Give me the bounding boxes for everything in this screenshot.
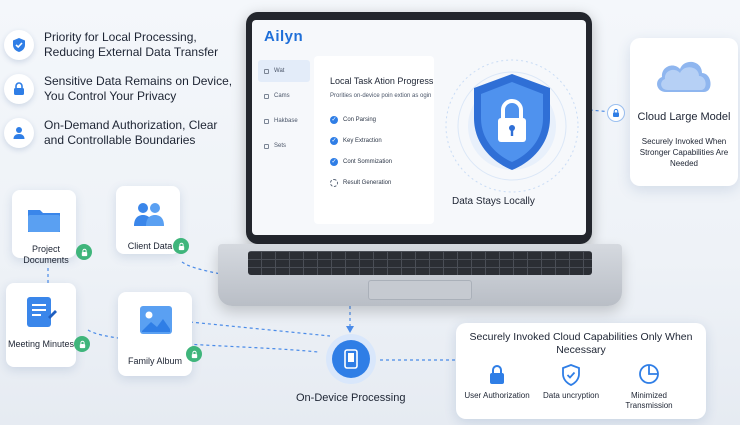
shield-check-icon	[562, 364, 580, 386]
loading-icon	[330, 179, 338, 187]
cloud-icon	[657, 61, 711, 92]
feature-authorization: On-Demand Authorization, Clear and Contr…	[4, 118, 234, 148]
folder-icon	[28, 210, 60, 232]
nav-icon	[264, 143, 269, 149]
cloud-title: Cloud Large Model	[637, 111, 731, 123]
feature-text: Sensitive Data Remains on Device, You Co…	[44, 74, 233, 103]
capabilities-title: Securely Invoked Cloud Capabilities Only…	[469, 331, 693, 356]
task-item: ✓ Con Parsing	[330, 116, 376, 124]
app-title: Ailyn	[264, 28, 304, 45]
lock-icon	[76, 244, 92, 260]
card-client-data[interactable]	[116, 186, 180, 254]
on-device-label: On-Device Processing	[296, 392, 406, 404]
side-nav: Wat Cams Hakbase Sets	[258, 60, 310, 160]
check-icon: ✓	[330, 158, 338, 166]
nav-item-wat[interactable]: Wat	[258, 60, 310, 82]
capabilities-panel	[456, 323, 706, 419]
nav-item-sets[interactable]: Sets	[258, 135, 310, 157]
phone-icon	[332, 340, 370, 378]
feature-text: Priority for Local Processing, Reducing …	[44, 30, 219, 59]
task-label: Con Parsing	[343, 117, 377, 123]
nav-icon	[264, 93, 269, 99]
task-title: Local Task Ation Progress	[330, 76, 434, 86]
lock-icon	[490, 365, 504, 384]
task-label: Key Extraction	[343, 138, 382, 144]
task-subtitle: Prorities on-device poin extion as ogin	[330, 93, 432, 99]
center-caption: Data Stays Locally	[452, 196, 535, 207]
user-icon	[4, 118, 34, 148]
nav-icon	[264, 68, 269, 74]
lock-icon	[74, 336, 90, 352]
check-icon: ✓	[330, 116, 338, 124]
nav-label: Sets	[274, 143, 287, 149]
image-icon	[140, 306, 172, 334]
lock-icon	[4, 74, 34, 104]
nav-item-cams[interactable]: Cams	[258, 85, 310, 107]
task-item: Result Generation	[330, 179, 391, 187]
card-label: Client Data	[127, 241, 173, 251]
laptop-screen: Ailyn Wat Cams Hakbase Sets Local Task A…	[252, 20, 586, 235]
users-icon	[134, 203, 164, 226]
lock-icon	[607, 104, 625, 122]
card-project-documents[interactable]	[12, 190, 76, 258]
trackpad	[368, 280, 472, 300]
lock-icon	[186, 346, 202, 362]
on-device-badge	[326, 334, 376, 384]
cloud-subtitle: Securely Invoked When Stronger Capabilit…	[639, 137, 729, 168]
card-family-album[interactable]: Family Album	[118, 292, 192, 376]
feature-text: On-Demand Authorization, Clear and Contr…	[44, 118, 218, 147]
check-icon: ✓	[330, 137, 338, 145]
task-label: Cont Sommization	[343, 159, 393, 165]
task-item: ✓ Cont Sommization	[330, 158, 392, 166]
capability-item: Minimized Transmission	[625, 391, 673, 410]
shield-check-icon	[4, 30, 34, 60]
card-label: Project Documents	[23, 244, 69, 265]
shield-lock-icon	[445, 59, 579, 193]
document-edit-icon	[27, 297, 57, 327]
nav-icon	[264, 118, 269, 124]
card-label: Meeting Minutes	[7, 339, 75, 349]
nav-label: Wat	[274, 68, 285, 74]
pie-chart-icon	[639, 364, 659, 384]
task-item: ✓ Key Extraction	[330, 137, 382, 145]
keyboard	[248, 251, 592, 275]
card-label: Family Album	[127, 356, 182, 366]
lock-icon	[173, 238, 189, 254]
nav-label: Hakbase	[274, 118, 298, 124]
capability-item: Data uncryption	[542, 391, 600, 400]
task-label: Result Generation	[343, 180, 392, 186]
nav-label: Cams	[274, 93, 290, 99]
capability-item: User Authorization	[464, 391, 530, 400]
feature-data-on-device: Sensitive Data Remains on Device, You Co…	[4, 74, 234, 104]
feature-local-processing: Priority for Local Processing, Reducing …	[4, 30, 234, 60]
cloud-card	[630, 38, 738, 186]
nav-item-hakbase[interactable]: Hakbase	[258, 110, 310, 132]
card-meeting-minutes[interactable]: Meeting Minutes	[6, 283, 76, 367]
